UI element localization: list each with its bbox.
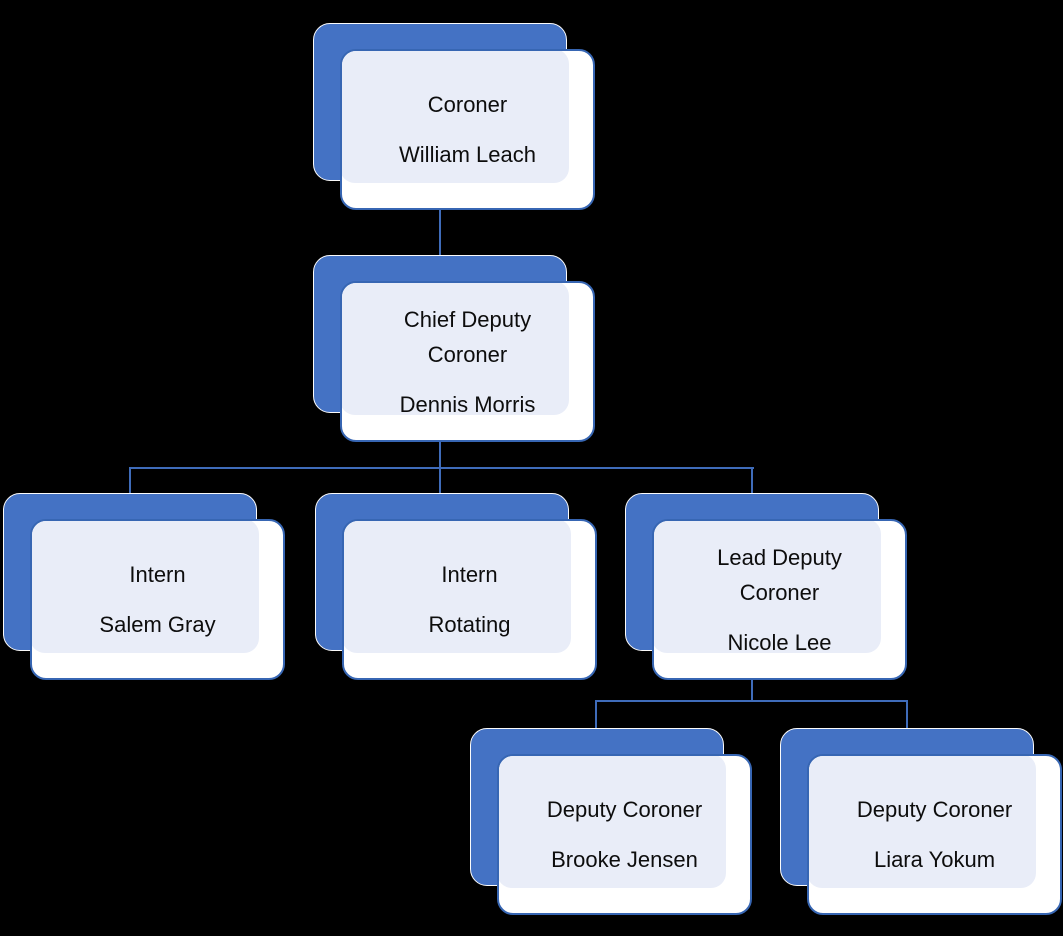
org-node-chief-deputy-coroner[interactable]: Chief Deputy Coroner Dennis Morris xyxy=(313,255,595,442)
org-node-intern-salem-gray[interactable]: Intern Salem Gray xyxy=(3,493,285,680)
connector-lead-deputy-stem xyxy=(750,678,754,701)
node-name: Liara Yokum xyxy=(873,847,996,872)
node-card: Intern Rotating xyxy=(342,519,597,680)
node-name: Salem Gray xyxy=(99,612,216,637)
node-card: Lead Deputy Coroner Nicole Lee xyxy=(652,519,907,680)
connector-drop-intern-1 xyxy=(128,466,132,494)
node-role: Intern xyxy=(441,562,498,587)
node-role: Coroner xyxy=(427,92,508,117)
connector-coroner-to-chief xyxy=(438,206,442,282)
node-card: Intern Salem Gray xyxy=(30,519,285,680)
node-tint xyxy=(32,521,259,653)
org-node-lead-deputy-coroner[interactable]: Lead Deputy Coroner Nicole Lee xyxy=(625,493,907,680)
node-card: Deputy Coroner Brooke Jensen xyxy=(497,754,752,915)
connector-chief-stem xyxy=(438,442,442,468)
node-tint xyxy=(809,756,1036,888)
node-role: Lead Deputy Coroner xyxy=(717,544,842,605)
connector-bus-level2 xyxy=(129,466,754,469)
node-tint xyxy=(342,51,569,183)
node-name: Nicole Lee xyxy=(727,629,832,655)
node-name: William Leach xyxy=(399,142,536,167)
node-name: Brooke Jensen xyxy=(551,847,698,872)
connector-drop-deputy-2 xyxy=(905,699,908,729)
org-node-deputy-coroner-brooke-jensen[interactable]: Deputy Coroner Brooke Jensen xyxy=(470,728,752,915)
node-tint xyxy=(499,756,726,888)
node-card: Coroner William Leach xyxy=(340,49,595,210)
connector-drop-intern-2 xyxy=(438,466,442,494)
node-card: Deputy Coroner Liara Yokum xyxy=(807,754,1062,915)
node-role: Deputy Coroner xyxy=(856,797,1013,822)
org-node-coroner[interactable]: Coroner William Leach xyxy=(313,23,595,210)
node-role: Intern xyxy=(129,562,186,587)
node-role: Chief Deputy Coroner xyxy=(403,306,532,367)
org-node-intern-rotating[interactable]: Intern Rotating xyxy=(315,493,597,680)
connector-bus-level3 xyxy=(595,699,908,702)
org-node-deputy-coroner-liara-yokum[interactable]: Deputy Coroner Liara Yokum xyxy=(780,728,1062,915)
node-name: Rotating xyxy=(428,612,511,637)
node-card: Chief Deputy Coroner Dennis Morris xyxy=(340,281,595,442)
node-name: Dennis Morris xyxy=(399,391,536,417)
node-tint xyxy=(654,521,881,653)
node-tint xyxy=(344,521,571,653)
node-tint xyxy=(342,283,569,415)
node-role: Deputy Coroner xyxy=(546,797,703,822)
connector-drop-deputy-1 xyxy=(594,699,598,729)
connector-drop-lead-deputy xyxy=(750,466,754,494)
